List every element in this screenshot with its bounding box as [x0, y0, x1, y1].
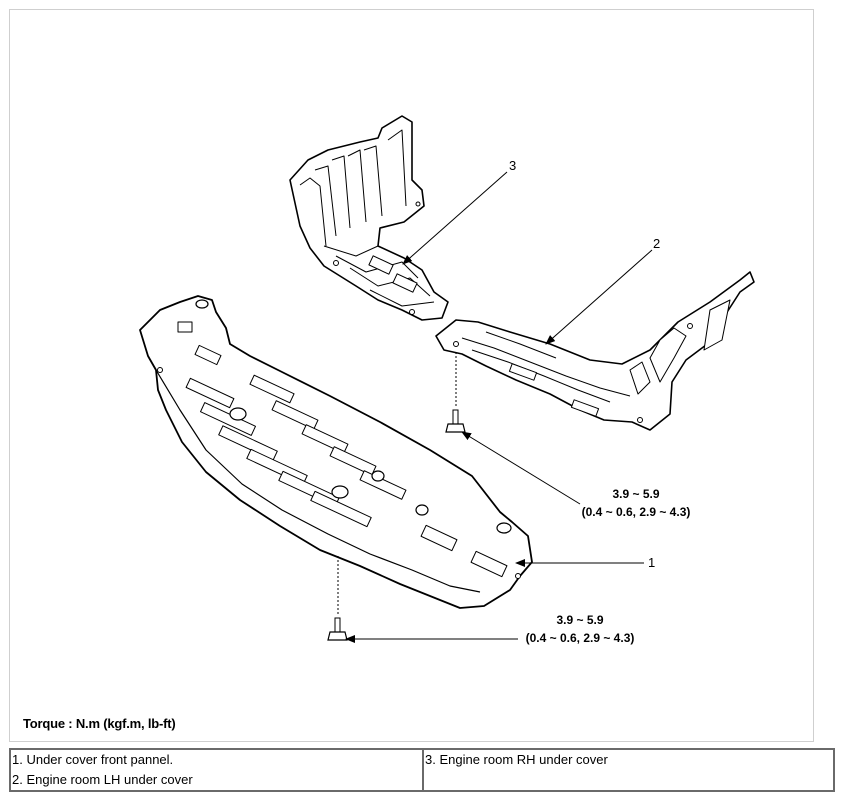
front-under-cover-part [139, 295, 533, 609]
bolt-upper [445, 409, 466, 433]
parts-legend-table: 1. Under cover front pannel. 2. Engine r… [9, 748, 835, 792]
callout-2: 2 [653, 236, 660, 251]
torque-unit-note: Torque : N.m (kgf.m, lb-ft) [23, 716, 176, 731]
callout-1: 1 [648, 555, 655, 570]
legend-cell-left: 1. Under cover front pannel. 2. Engine r… [9, 748, 424, 792]
leader-line-torque-upper [461, 431, 581, 505]
diagram-frame: 3 2 1 3.9 ~ 5.9 (0.4 ~ 0.6, 2.9 ~ 4.3) 3… [9, 9, 814, 742]
legend-item-1: 1. Under cover front pannel. [12, 752, 174, 767]
legend-cell-right: 3. Engine room RH under cover [422, 748, 835, 792]
callout-3: 3 [509, 158, 516, 173]
torque-lower-range: 3.9 ~ 5.9 [556, 613, 603, 627]
legend-item-2: 2. Engine room LH under cover [12, 772, 193, 787]
bolt-lower [327, 617, 348, 641]
leader-line-2 [545, 249, 653, 345]
torque-upper-range: 3.9 ~ 5.9 [612, 487, 659, 501]
exploded-view-diagram: 3 2 1 3.9 ~ 5.9 (0.4 ~ 0.6, 2.9 ~ 4.3) 3… [139, 115, 755, 645]
lh-under-cover-part [435, 271, 755, 431]
rh-under-cover-part [289, 115, 449, 321]
torque-upper-alt: (0.4 ~ 0.6, 2.9 ~ 4.3) [582, 505, 691, 519]
legend-item-3: 3. Engine room RH under cover [425, 752, 608, 767]
torque-lower-alt: (0.4 ~ 0.6, 2.9 ~ 4.3) [526, 631, 635, 645]
leader-line-3 [402, 171, 508, 265]
